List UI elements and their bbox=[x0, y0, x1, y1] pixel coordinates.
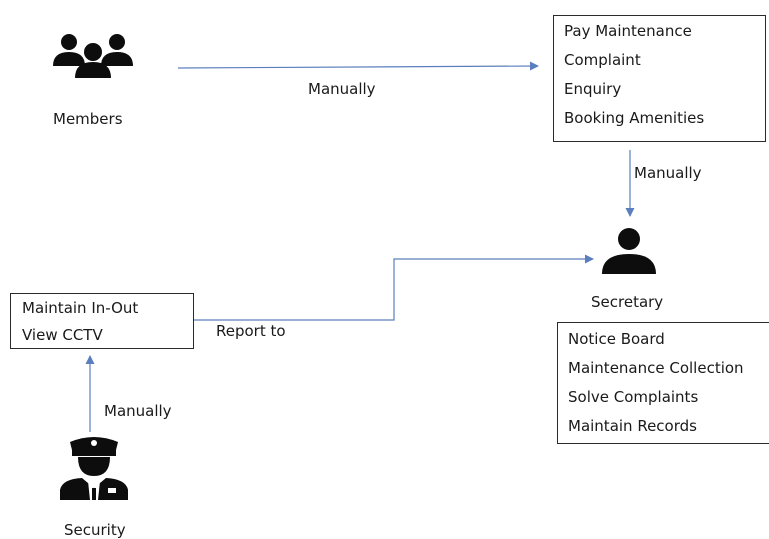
secretary-task-maintain-records: Maintain Records bbox=[568, 417, 697, 435]
member-task-booking-amenities: Booking Amenities bbox=[564, 109, 705, 127]
secretary-tasks-box: Notice Board Maintenance Collection Solv… bbox=[557, 322, 769, 444]
security-label: Security bbox=[64, 521, 126, 539]
secretary-task-maintenance-collection: Maintenance Collection bbox=[568, 359, 744, 377]
secretary-label: Secretary bbox=[591, 293, 664, 311]
group-people-icon bbox=[53, 34, 133, 78]
arrow-members-to-member-tasks bbox=[177, 61, 539, 71]
member-task-complaint: Complaint bbox=[564, 51, 641, 69]
members-label: Members bbox=[53, 110, 123, 128]
edge-label-report-to: Report to bbox=[216, 322, 286, 340]
edge-label-tasks-manually: Manually bbox=[634, 164, 702, 182]
member-task-pay-maintenance: Pay Maintenance bbox=[564, 22, 692, 40]
member-tasks-box: Pay Maintenance Complaint Enquiry Bookin… bbox=[553, 15, 766, 142]
edge-label-security-manually: Manually bbox=[104, 402, 172, 420]
arrow-security-tasks-to-secretary bbox=[194, 254, 594, 321]
security-task-maintain-in-out: Maintain In-Out bbox=[22, 299, 139, 317]
edge-label-members-manually: Manually bbox=[308, 80, 376, 98]
security-task-view-cctv: View CCTV bbox=[22, 326, 103, 344]
secretary-task-solve-complaints: Solve Complaints bbox=[568, 388, 699, 406]
secretary-task-notice-board: Notice Board bbox=[568, 330, 665, 348]
member-task-enquiry: Enquiry bbox=[564, 80, 622, 98]
person-icon bbox=[602, 228, 656, 274]
security-guard-icon bbox=[60, 437, 128, 500]
security-tasks-box: Maintain In-Out View CCTV bbox=[10, 293, 194, 349]
